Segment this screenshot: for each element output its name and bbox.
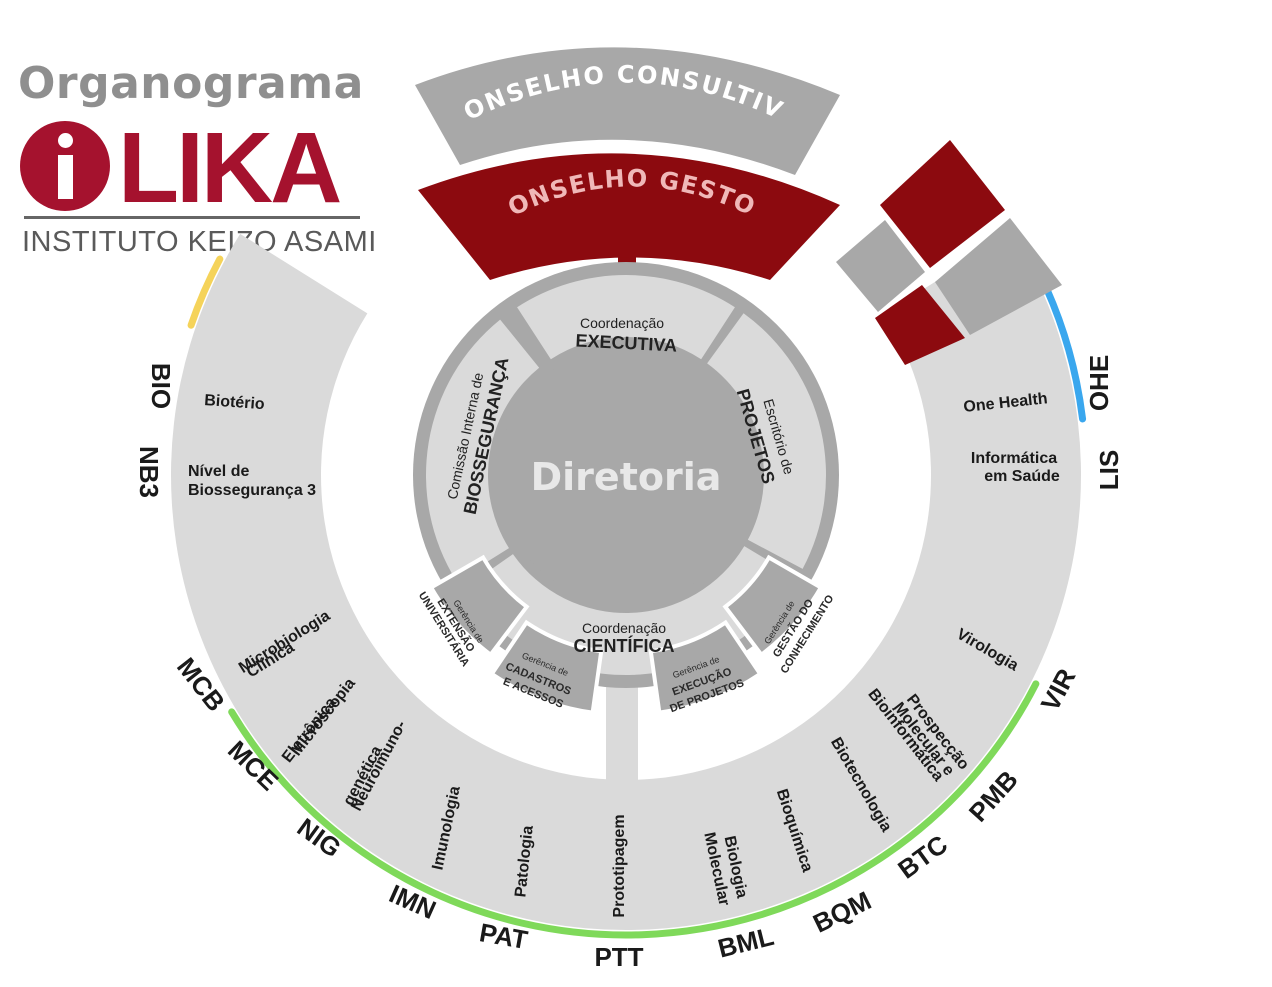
lis-label-2: em Saúde — [984, 468, 1060, 485]
nb3-label-1: Nível de — [188, 463, 249, 480]
gerencia-execucao-segment — [648, 619, 763, 715]
biot-label: Biotério — [204, 392, 266, 413]
laboratories-ring — [171, 233, 1081, 931]
nb3-label-2: Biossegurança 3 — [188, 482, 316, 499]
ring-connector — [606, 680, 638, 780]
lis-code: LIS — [1094, 450, 1124, 490]
diretoria-circle — [498, 347, 754, 603]
gerencia-cadastros-segment — [489, 619, 604, 715]
lika-logo: LIKA INSTITUTO KEIZO ASAMI — [20, 112, 376, 258]
coordenacao-executiva-segment — [517, 275, 735, 360]
logo-divider — [24, 216, 360, 219]
vir-code: VIR — [1035, 663, 1082, 716]
lika-i-icon — [20, 121, 110, 211]
bio-code: BIO — [146, 363, 176, 409]
escritorio-projetos-segment — [707, 313, 826, 569]
conselho-gestor-shape — [418, 153, 840, 280]
page-title: Organograma — [18, 58, 364, 109]
ohe-code: OHE — [1084, 355, 1114, 411]
lis-label-1: Informática — [971, 450, 1057, 467]
comissao-biosseguranca-segment — [426, 319, 540, 581]
cientifica-top: Coordenação — [582, 620, 666, 636]
gerencia-extensao-segment — [428, 554, 530, 658]
decorative-tiles — [836, 140, 1062, 365]
cientifica-bottom: CIENTÍFICA — [574, 635, 675, 656]
conselho-consultivo-shape — [415, 47, 840, 176]
logo-subtitle: INSTITUTO KEIZO ASAMI — [22, 226, 377, 258]
ptt-code: PTT — [594, 942, 643, 972]
diretoria-label: Diretoria — [531, 455, 722, 499]
gerencia-gestao-segment — [722, 554, 824, 658]
ptt-label: Prototipagem — [611, 814, 628, 917]
labs-arc — [228, 680, 1040, 939]
logo-word: LIKA — [118, 112, 342, 224]
executiva-top: Coordenação — [580, 315, 664, 331]
nb3-code: NB3 — [134, 446, 164, 498]
bio-nb3-arc — [187, 255, 224, 329]
